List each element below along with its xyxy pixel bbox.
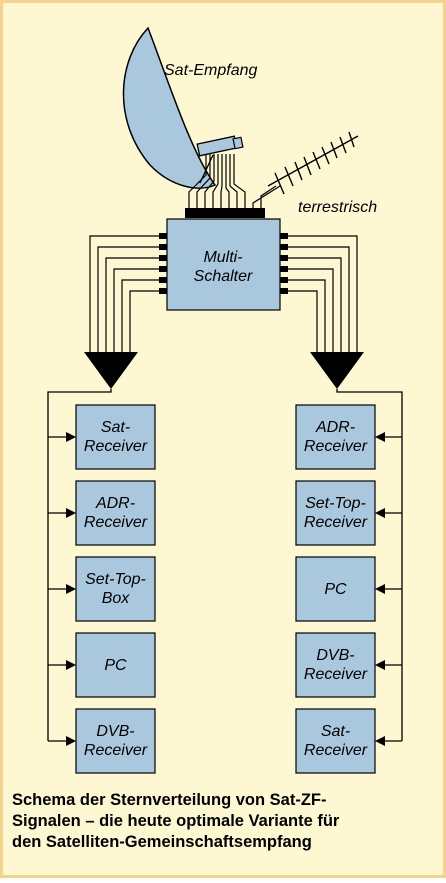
left-receiver-box — [75, 480, 156, 546]
left-funnel-arrow — [84, 352, 138, 389]
right-feed-arrowhead — [375, 736, 385, 746]
terrestrial-antenna-icon — [267, 131, 359, 195]
right-feed-arrowhead — [375, 432, 385, 442]
left-receiver-label-line2: Box — [102, 590, 131, 607]
left-receiver-label-line2: Receiver — [84, 514, 148, 531]
left-receiver-4: PC — [48, 632, 156, 698]
right-distribution-bus — [336, 389, 403, 741]
right-receiver-label-line1: DVB- — [316, 647, 354, 664]
left-receiver-label-line2: Receiver — [84, 438, 148, 455]
lnb-cables — [188, 154, 281, 210]
left-receiver-label-line2: Receiver — [84, 742, 148, 759]
multiswitch-box — [166, 218, 281, 311]
right-receiver-3: PC — [295, 556, 402, 622]
right-receiver-box — [295, 708, 376, 774]
left-receiver-box — [75, 404, 156, 470]
left-receiver-box — [75, 632, 156, 698]
left-receiver-box — [75, 708, 156, 774]
right-receiver-label-line1: ADR- — [315, 419, 355, 436]
right-receiver-1: ADR- Receiver — [295, 404, 402, 470]
right-receiver-5: Sat- Receiver — [295, 708, 402, 774]
sat-empfang-label: Sat-Empfang — [164, 62, 257, 79]
multiswitch-top-connectors — [185, 208, 265, 218]
left-receiver-2: ADR- Receiver — [48, 480, 156, 546]
left-feed-arrowhead — [66, 584, 76, 594]
right-receiver-box — [295, 404, 376, 470]
left-feed-arrowhead — [66, 736, 76, 746]
right-receiver-label-line1: Sat- — [321, 723, 350, 740]
right-feed-arrowhead — [375, 660, 385, 670]
left-receiver-label-line1: ADR- — [95, 495, 135, 512]
right-feed-arrowhead — [375, 584, 385, 594]
left-feed-arrowhead — [66, 432, 76, 442]
right-feed-arrowhead — [375, 508, 385, 518]
caption-line-2: Signalen – die heute optimale Variante f… — [12, 812, 340, 830]
caption-line-1: Schema der Sternverteilung von Sat-ZF- — [12, 791, 327, 809]
left-receiver-label-line1: DVB- — [96, 723, 134, 740]
multiswitch-label-line1: Multi- — [203, 249, 242, 266]
left-receiver-label-line1: Set-Top- — [85, 571, 146, 588]
right-funnel-arrow — [310, 352, 364, 389]
right-cable-bundle — [288, 235, 358, 353]
right-receiver-column: ADR-ReceiverSet-Top-ReceiverPCDVB-Receiv… — [295, 404, 402, 774]
left-feed-arrowhead — [66, 508, 76, 518]
right-receiver-label-line1: Set-Top- — [305, 495, 366, 512]
right-receiver-label-line1: PC — [324, 581, 347, 598]
right-receiver-box — [295, 632, 376, 698]
left-receiver-box — [75, 556, 156, 622]
lnb-icon — [196, 135, 244, 157]
left-receiver-1: Sat- Receiver — [48, 404, 156, 470]
right-receiver-2: Set-Top- Receiver — [295, 480, 402, 546]
right-receiver-box — [295, 480, 376, 546]
right-receiver-label-line2: Receiver — [304, 666, 368, 683]
right-receiver-4: DVB- Receiver — [295, 632, 402, 698]
left-receiver-3: Set-Top- Box — [48, 556, 156, 622]
right-receiver-label-line2: Receiver — [304, 514, 368, 531]
right-receiver-label-line2: Receiver — [304, 742, 368, 759]
left-cable-bundle — [89, 235, 159, 353]
right-receiver-label-line2: Receiver — [304, 438, 368, 455]
figure-caption: Schema der Sternverteilung von Sat-ZF- S… — [12, 790, 437, 853]
multiswitch-side-connectors — [159, 233, 288, 294]
left-receiver-label-line1: PC — [104, 657, 127, 674]
multiswitch-label-line2: Schalter — [194, 268, 253, 285]
caption-line-3: den Satelliten-Gemeinschaftsempfang — [12, 833, 312, 851]
left-receiver-label-line1: Sat- — [101, 419, 130, 436]
left-feed-arrowhead — [66, 660, 76, 670]
left-receiver-5: DVB- Receiver — [48, 708, 156, 774]
right-receiver-box — [295, 556, 376, 622]
left-receiver-column: Sat-ReceiverADR-ReceiverSet-Top-BoxPCDVB… — [48, 404, 156, 774]
terrestrisch-label: terrestrisch — [298, 199, 377, 216]
left-distribution-bus — [47, 389, 112, 741]
